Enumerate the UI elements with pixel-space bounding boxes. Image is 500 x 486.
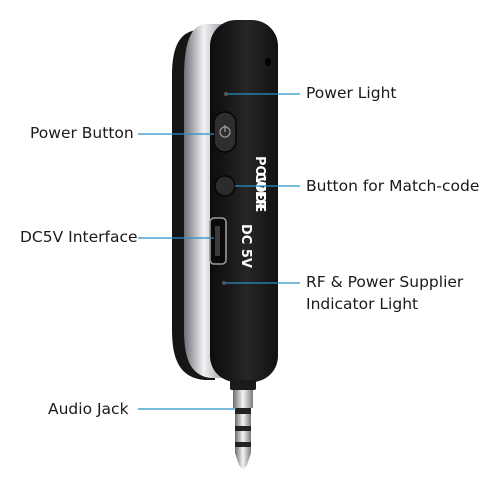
callout-dc5v-interface: DC5V Interface xyxy=(20,228,138,246)
match-code-button-graphic xyxy=(214,175,236,197)
dc5v-port-inner xyxy=(215,226,220,256)
device-body xyxy=(210,20,278,382)
callout-audio-jack: Audio Jack xyxy=(48,400,129,418)
callout-rf-power-indicator: RF & Power Supplier Indicator Light xyxy=(306,273,464,313)
callout-match-code-button: Button for Match-code xyxy=(306,177,480,195)
lanyard-hole xyxy=(265,58,271,66)
device-label-power: POWER xyxy=(252,156,267,210)
callout-power-button: Power Button xyxy=(30,124,134,142)
power-light-indicator xyxy=(223,91,229,97)
device-label-dc5v: DC 5V xyxy=(238,224,253,268)
jack-collar xyxy=(230,380,256,390)
rf-indicator-light xyxy=(222,281,226,285)
audio-jack-graphic xyxy=(233,390,253,470)
device-label-code: CODE xyxy=(252,172,267,212)
callout-power-light: Power Light xyxy=(306,84,397,102)
